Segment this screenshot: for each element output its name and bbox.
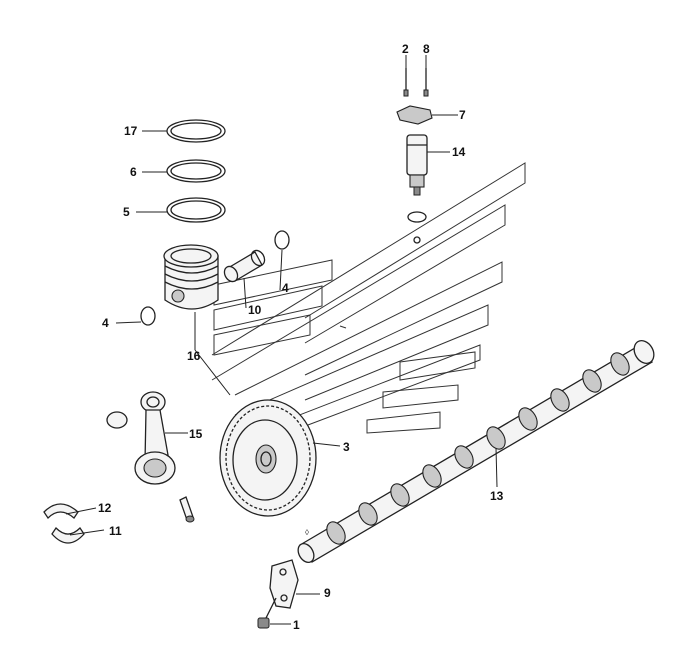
callout-16: 16: [187, 349, 201, 363]
callout-8: 8: [423, 42, 430, 56]
snap-ring-right: [274, 230, 290, 250]
injector-clamp: [396, 105, 433, 125]
callout-labels: 1 2 3 4 4 5 6 7 8 9 10 11 12 13 14 15 16…: [98, 42, 504, 632]
connecting-rod-icon: [134, 391, 176, 485]
callout-2: 2: [402, 42, 409, 56]
callout-3: 3: [343, 440, 350, 454]
bearing-shell-upper: [43, 503, 79, 520]
svg-text:◊: ◊: [305, 528, 309, 537]
callout-4b: 4: [102, 316, 109, 330]
callout-1: 1: [293, 618, 300, 632]
thrust-plate: ◊: [269, 528, 309, 609]
bolt-2: [403, 68, 409, 97]
bolt-1: [257, 597, 277, 629]
leader-lines: [65, 55, 498, 625]
callout-7: 7: [459, 108, 466, 122]
piston-pin: [223, 249, 266, 283]
piston-ring-oil: [166, 197, 226, 223]
camshaft-gear-icon: [219, 399, 317, 517]
callout-14: 14: [452, 145, 466, 159]
piston-ring-middle: [166, 159, 226, 183]
callout-9: 9: [324, 586, 331, 600]
bearing-shell-lower: [51, 526, 85, 544]
callout-5: 5: [123, 205, 130, 219]
callout-13: 13: [490, 489, 504, 503]
rod-bolt: [179, 496, 195, 523]
snap-ring-left: [140, 306, 156, 326]
callout-17: 17: [124, 124, 138, 138]
callout-12: 12: [98, 501, 112, 515]
bolt-8: [423, 68, 429, 97]
piston-ring-top: [166, 119, 226, 143]
piston-icon: [163, 244, 219, 310]
background-frame: [211, 162, 526, 441]
camshaft-icon: [297, 340, 655, 563]
fuel-injector: [406, 134, 428, 244]
callout-15: 15: [189, 427, 203, 441]
callout-6: 6: [130, 165, 137, 179]
small-end-bushing: [106, 411, 128, 429]
callout-10: 10: [248, 303, 262, 317]
callout-4a: 4: [282, 281, 289, 295]
callout-11: 11: [109, 524, 122, 538]
